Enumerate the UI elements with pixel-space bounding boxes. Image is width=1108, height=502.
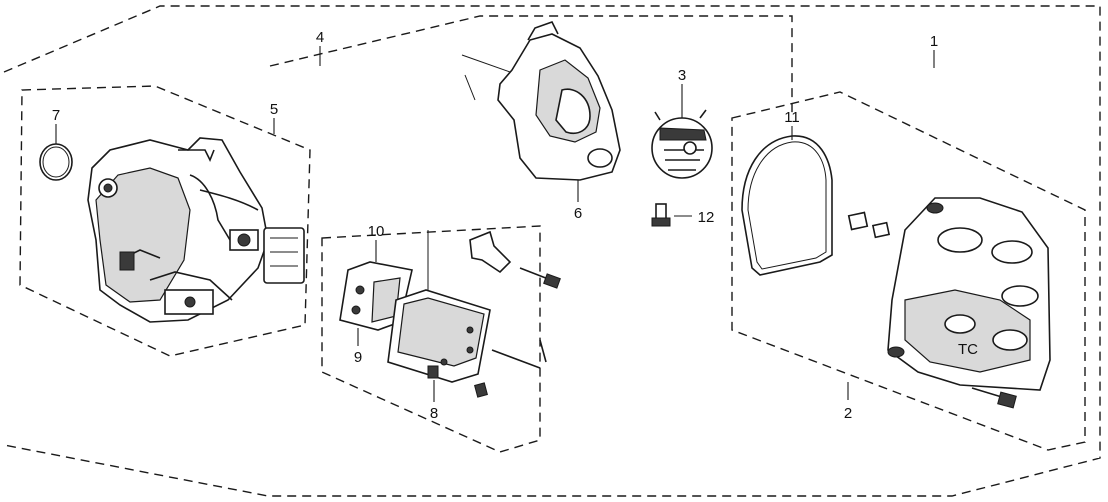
callout-4: 4 [316,29,324,46]
callout-12: 12 [698,209,715,226]
cap-watermark: TC [958,341,978,358]
cap-gasket-part [741,135,833,276]
outer-assembly-boundary [3,5,1101,497]
cap-group-boundary [731,91,1086,451]
callout-11: 11 [784,109,800,126]
callout-6: 6 [574,205,582,222]
o-ring-part [39,143,73,181]
distributor-housing-part [87,137,305,323]
callout-labels: 1 2 3 4 5 6 7 8 9 10 11 12 [52,29,938,422]
callout-5: 5 [270,101,278,118]
rotor-part [651,109,713,179]
rotor-screw-part [651,203,671,227]
group-4-boundary [269,15,793,118]
ignitor-module-part [387,289,547,398]
housing-group-boundary [19,85,311,357]
callout-8: 8 [430,405,438,422]
callout-7: 7 [52,107,60,124]
ignitor-bracket-part [427,230,561,300]
cap-bolt-part [971,387,1017,409]
ignitor-group-boundary [321,225,541,453]
leader-lines [55,46,935,402]
distributor-cap-part: TC [847,197,1051,391]
callout-9: 9 [354,349,362,366]
callout-3: 3 [678,67,686,84]
callout-2: 2 [844,405,852,422]
callout-1: 1 [930,33,938,50]
rotor-cover-part [461,21,621,181]
callout-10: 10 [368,223,385,240]
